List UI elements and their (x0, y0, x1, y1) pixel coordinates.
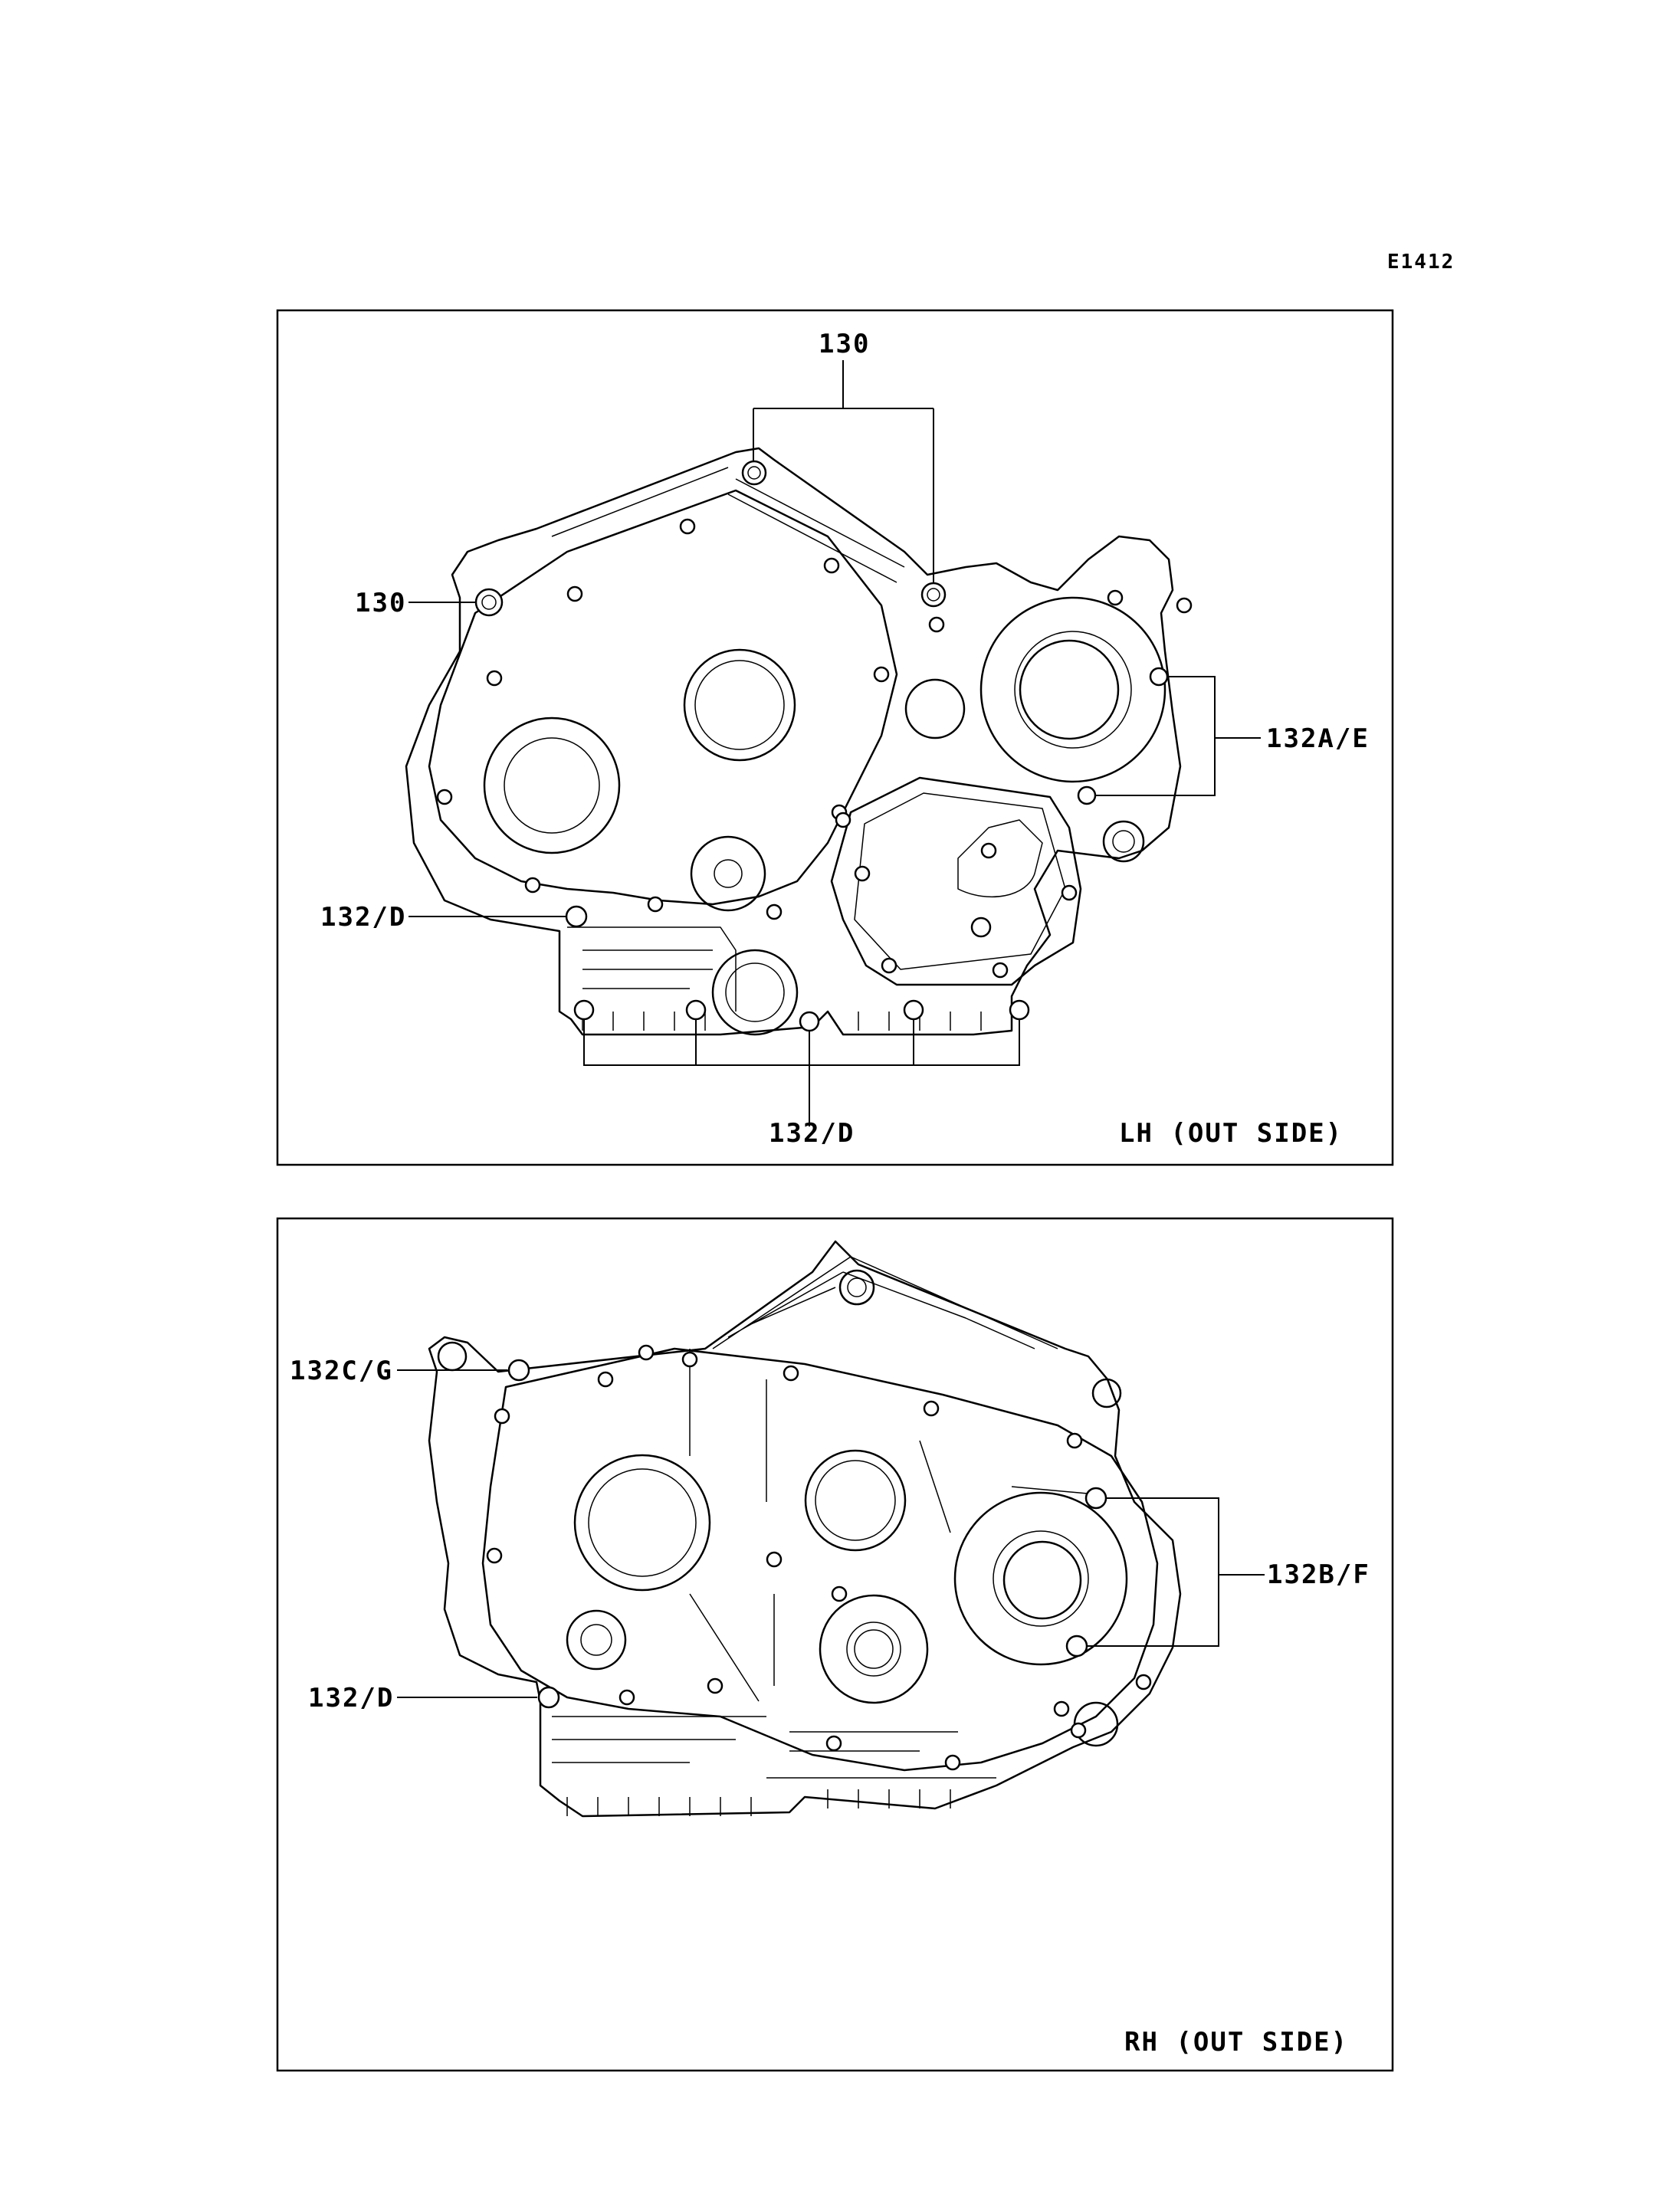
bolt (831, 1585, 848, 1602)
callout-132cg: 132C/G (290, 1356, 393, 1386)
panel-rh-caption: RH (OUT SIDE) (1124, 2027, 1348, 2058)
bolt-132cg (507, 1359, 530, 1382)
bolt (619, 1689, 635, 1706)
bolt (1053, 1700, 1070, 1717)
bolt-130-left (474, 588, 504, 617)
bolt-130-top-right (920, 582, 947, 608)
bolt (928, 616, 945, 633)
rh-leaders (397, 1369, 1265, 1698)
callout-130-top: 130 (819, 329, 870, 359)
bolt (1061, 884, 1078, 901)
leader-132ae (1095, 676, 1261, 796)
bolt (854, 865, 871, 882)
callout-132d-left: 132/D (320, 902, 406, 933)
bolt (486, 1547, 503, 1564)
bolt (944, 1754, 961, 1771)
panel-rh-frame (276, 1217, 1394, 2072)
bolt (923, 1400, 940, 1417)
callout-132d-bottom: 132/D (769, 1118, 855, 1149)
bolt (647, 896, 664, 913)
bolt (823, 557, 840, 574)
callout-132d-rh: 132/D (308, 1683, 394, 1713)
bolt (980, 842, 997, 859)
callout-132ae: 132A/E (1266, 723, 1370, 754)
bolt (679, 518, 696, 535)
rh-crankcase-drawing (428, 1240, 1182, 1818)
bolt-132d-left (565, 905, 588, 928)
bolt (638, 1344, 655, 1361)
bolt (835, 812, 851, 828)
bolt-132d-rh (537, 1686, 560, 1709)
bolt (486, 670, 503, 687)
bolt (1135, 1674, 1152, 1690)
bolt-132d-bottom-5 (1009, 999, 1030, 1021)
bolt-130-top-left (741, 460, 767, 486)
bolt-132d-bottom-1 (573, 999, 595, 1021)
lh-bolts (436, 460, 1193, 1032)
bolt (783, 1365, 799, 1382)
bolt (1070, 1722, 1087, 1739)
bolt-132bf-lower (1065, 1635, 1088, 1658)
panel-lh-frame (276, 309, 1394, 1166)
leader-132bf (1087, 1497, 1265, 1647)
callout-130-left: 130 (355, 588, 406, 618)
bolt-132d-bottom-3 (799, 1011, 820, 1032)
rh-bolts (486, 1344, 1152, 1771)
bolt-inner (927, 588, 940, 602)
bolt (873, 666, 890, 683)
bolt (1066, 1432, 1083, 1449)
bolt (992, 962, 1009, 979)
bolt (524, 877, 541, 894)
bolt (494, 1408, 510, 1425)
bolt (681, 1351, 698, 1368)
bolt (707, 1677, 724, 1694)
bolt-132d-bottom-4 (903, 999, 924, 1021)
bolt (436, 789, 453, 805)
bolt (766, 1551, 783, 1568)
bolt (825, 1735, 842, 1752)
bolt (766, 903, 783, 920)
panel-lh-caption: LH (OUT SIDE) (1119, 1118, 1343, 1149)
callout-132bf: 132B/F (1267, 1559, 1370, 1590)
lh-leaders (409, 360, 1261, 1126)
bolt-132bf-upper (1084, 1487, 1107, 1510)
bolt (597, 1371, 614, 1388)
document-code: E1412 (1387, 251, 1455, 274)
bolt-132ae-upper (1149, 667, 1169, 687)
bolt (881, 957, 897, 974)
bolt-inner (481, 595, 497, 610)
bolt (1107, 589, 1124, 606)
bolt (566, 585, 583, 602)
leader-130-top (753, 360, 934, 583)
bolt-inner (747, 466, 761, 480)
panel-rh: 132C/G 132B/F 132/D RH (OUT SIDE) (276, 1217, 1394, 2072)
bolt-132d-bottom-2 (685, 999, 707, 1021)
bolt (1176, 597, 1193, 614)
bolt-132ae-lower (1077, 785, 1097, 805)
panel-lh: 130 130 132A/E 132/D 132/D LH (OUT SIDE) (276, 309, 1394, 1166)
lh-crankcase-drawing (405, 447, 1182, 1036)
leader-132d-bottom (583, 1019, 1020, 1126)
